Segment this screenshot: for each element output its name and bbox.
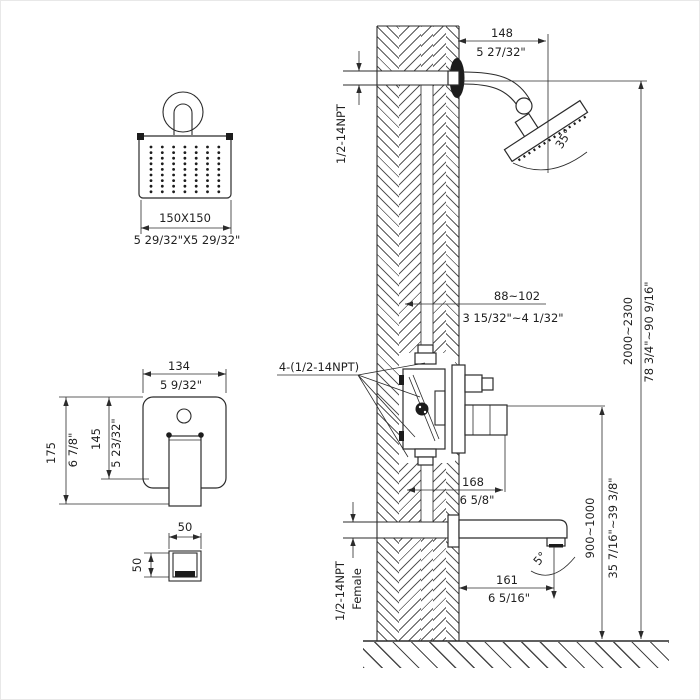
in-wall-pipe: [420, 85, 434, 522]
control-plate-front-view: [59, 369, 227, 507]
lever-handle: [168, 435, 202, 507]
dim-handle-height-mm: 50: [130, 558, 144, 573]
spout-body: [458, 519, 568, 539]
wall-hatch-strip: [446, 26, 459, 641]
label-arm-thread: 1/2-14NPT: [334, 103, 348, 164]
connection-leader-lines: [277, 362, 426, 458]
dimension-arrowheads: [63, 38, 644, 639]
dim-plate-inner-in: 5 23/32": [109, 418, 123, 467]
shower-arm-side: [343, 34, 647, 173]
dim-rough-in-mm: 88~102: [494, 289, 540, 303]
dim-arm-length-mm: 148: [491, 26, 513, 40]
dim-head-height-in: 78 3/4"~90 9/16": [642, 281, 656, 382]
dim-handle-depth-in: 6 5/8": [460, 493, 495, 507]
dim-valve-height-mm: 900~1000: [583, 498, 597, 559]
dim-head-height-mm: 2000~2300: [621, 297, 635, 365]
valve-trim-plate: [451, 364, 466, 454]
wall-hatch-strip: [399, 26, 421, 641]
dim-handle-depth-mm: 168: [462, 475, 484, 489]
nozzle-grid: [149, 145, 221, 194]
angle-arc: [512, 151, 588, 171]
wall-openings: [351, 71, 455, 538]
floor-hatch: [363, 642, 669, 668]
nozzle-row: [517, 115, 587, 162]
dim-valve-height-in: 35 7/16"~39 3/8": [606, 477, 620, 578]
wall-hatch-strip: [377, 26, 399, 641]
dim-head-size-in: 5 29/32"X5 29/32": [134, 233, 241, 247]
dim-plate-inner-mm: 145: [89, 428, 103, 450]
arm-arc: [162, 91, 204, 133]
shower-head-front-view: [137, 91, 233, 234]
dim-spout-length-in: 6 5/16": [488, 591, 530, 605]
dim-plate-height-mm: 175: [44, 442, 58, 464]
label-spout-thread-type: Female: [350, 568, 364, 610]
diverter-knob: [464, 374, 483, 393]
shower-head-side: [503, 99, 589, 163]
dim-handle-width-mm: 50: [178, 520, 193, 534]
dim-plate-width-in: 5 9/32": [160, 378, 202, 392]
spout-angle-arc: [530, 556, 576, 576]
dim-spout-length-mm: 161: [496, 573, 518, 587]
dim-plate-height-in: 6 7/8": [66, 433, 80, 468]
handle-end-view: [144, 533, 202, 582]
dim-head-size-mm: 150X150: [159, 211, 211, 225]
ball-joint: [515, 97, 533, 115]
valve-handle-side: [464, 404, 508, 436]
diverter-button: [176, 408, 192, 424]
spout-flange: [447, 514, 460, 548]
label-spout-angle: 5°: [530, 549, 549, 568]
label-spout-thread: 1/2-14NPT: [333, 560, 347, 621]
wall-hatch-strip: [433, 26, 446, 641]
head-face: [138, 135, 232, 199]
dimension-lines: [352, 40, 642, 639]
dim-plate-width-mm: 134: [168, 359, 190, 373]
tub-spout: [343, 514, 576, 598]
dim-rough-in-in: 3 15/32"~4 1/32": [462, 311, 563, 325]
dimension-texts: 148 5 27/32" 1/2-14NPT 35° 88~102 3 15/3…: [44, 26, 656, 621]
extension-line: [504, 405, 605, 492]
dim-arm-length-in: 5 27/32": [476, 45, 525, 59]
label-connections: 4-(1/2-14NPT): [279, 360, 359, 374]
valve-assembly: [277, 344, 605, 492]
